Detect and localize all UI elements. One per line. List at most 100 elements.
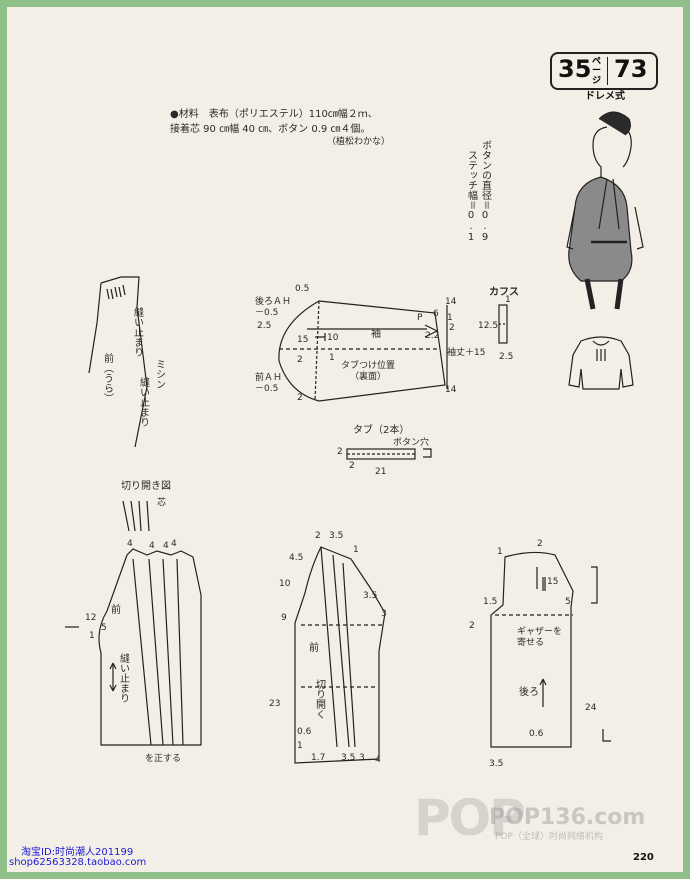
fb-dim-9: 9	[281, 613, 287, 623]
fb-dim-35c: 3.5	[341, 753, 356, 763]
tab-piece	[346, 448, 432, 460]
page-left-suffix: ページ	[592, 57, 602, 86]
sleeve-dim-p: P	[417, 313, 423, 323]
bb-dim-15b: 1.5	[483, 597, 498, 607]
cuff-piece	[498, 304, 508, 344]
model-illustration-icon	[566, 111, 644, 310]
back-bodice-label: 後ろ	[519, 687, 539, 698]
slash-title: 切り開き図	[121, 481, 171, 492]
fb-dim-3b: 3	[359, 753, 365, 763]
fb-dim-17: 1.7	[311, 753, 326, 763]
materials-line-2: 接着芯 90 ㎝幅 40 ㎝、ボタン 0.9 ㎝４個。	[170, 124, 371, 135]
sleeve-back-ah: 後ろＡＨ －0.5	[255, 297, 292, 318]
slash-dim-5: 5	[101, 623, 107, 633]
tab-button-hole: ボタン穴	[393, 438, 430, 448]
page-reference-badge: 35 ページ 73	[550, 52, 658, 90]
back-bodice-piece	[490, 551, 611, 748]
slash-stop-label: 縫い止まり	[117, 653, 129, 703]
bb-dim-2b: 2	[469, 621, 475, 631]
badge-divider	[607, 57, 608, 85]
facing-machine-label: ミシン	[153, 359, 165, 389]
page-left-number: 35	[558, 55, 592, 83]
fb-dim-06: 0.6	[297, 727, 312, 737]
front-bodice-slash-open: 切り開く	[313, 679, 325, 719]
fb-dim-35b: 3.5	[363, 591, 378, 601]
slash-diagram-piece	[65, 500, 202, 746]
fb-dim-3: 3	[381, 609, 387, 619]
sleeve-length: 袖丈＋15	[447, 348, 486, 358]
sleeve-label: 袖	[371, 329, 381, 340]
slash-dim-4d: 4	[171, 539, 177, 549]
slash-tuck-label: 芯	[157, 498, 167, 508]
bb-dim-06: 0.6	[529, 729, 544, 739]
bb-dim-24: 24	[585, 703, 597, 713]
sleeve-dim-15: 15	[297, 335, 309, 345]
front-bodice-label: 前	[309, 643, 319, 654]
sleeve-dim-1b: 1	[447, 313, 453, 323]
bb-dim-2: 2	[537, 539, 543, 549]
sleeve-tab-position: タブつけ位置 （裏面）	[341, 361, 396, 382]
watermark-sub: POP（全球）时尚网络机构	[495, 832, 603, 842]
page-number: 220	[633, 852, 654, 863]
fb-dim-23: 23	[269, 699, 281, 709]
front-bodice-piece	[294, 546, 386, 764]
fb-dim-10: 10	[279, 579, 291, 589]
fb-dim-45: 4.5	[289, 553, 304, 563]
fb-dim-1b: 1	[297, 741, 303, 751]
materials-credit: （植松わかな）	[327, 137, 391, 147]
sleeve-dim-14b: 14	[445, 385, 457, 395]
sleeve-front-ah: 前ＡＨ －0.5	[255, 373, 283, 394]
tab-dim-21: 21	[375, 467, 387, 477]
fb-dim-1: 1	[353, 545, 359, 555]
tab-dim-2a: 2	[337, 447, 343, 457]
tab-dim-2b: 2	[349, 461, 355, 471]
slash-tuck-note: を正する	[145, 754, 182, 764]
fb-dim-2: 2	[315, 531, 321, 541]
fb-dim-4: 4	[375, 755, 381, 765]
sleeve-dim-6: 6	[433, 309, 439, 319]
sleeve-dim-05: 0.5	[295, 284, 310, 294]
sleeve-dim-2c: 2	[297, 393, 303, 403]
sleeve-dim-1: 1	[329, 353, 335, 363]
note-stitch-width: ステッチ幅＝0.1	[465, 150, 477, 243]
watermark-site: POP136.com	[489, 805, 646, 830]
front-facing-piece	[88, 276, 148, 448]
watermark-logo: POP	[414, 789, 526, 847]
slash-front-label: 前	[111, 605, 121, 616]
sleeve-piece	[278, 300, 448, 402]
slash-dim-1: 1	[89, 631, 95, 641]
slash-dim-12: 12	[85, 613, 97, 623]
cuffs-dim-25: 2.5	[499, 352, 514, 362]
sleeve-dim-14a: 14	[445, 297, 457, 307]
bb-dim-1: 1	[497, 547, 503, 557]
back-bodice-gather: ギャザーを 寄せる	[517, 627, 563, 648]
facing-front-label: 前（うら）	[101, 353, 113, 403]
slash-dim-4a: 4	[127, 539, 133, 549]
page-right-number: 73	[614, 55, 648, 83]
fb-dim-35a: 3.5	[329, 531, 344, 541]
shop-url: shop62563328.taobao.com	[9, 857, 147, 868]
bb-dim-15: 15	[547, 577, 559, 587]
cuffs-dim-1: 1	[505, 295, 511, 305]
sleeve-dim-25: 2.5	[257, 321, 272, 331]
style-label: ドレメ式	[585, 91, 625, 102]
facing-stop-label-1: 縫い止まり	[131, 307, 143, 357]
bb-dim-35: 3.5	[489, 759, 504, 769]
sleeve-dim-2b: 2	[449, 323, 455, 333]
slash-dim-4b: 4	[149, 541, 155, 551]
sleeve-dim-2: 2	[297, 355, 303, 365]
sleeve-dim-10: 10	[327, 333, 339, 343]
materials-line-1: ●材料 表布（ポリエステル）110㎝幅２ｍ、	[170, 109, 378, 120]
pattern-page: 35 ページ 73 ドレメ式 ●材料 表布（ポリエステル）110㎝幅２ｍ、 接着…	[7, 7, 683, 872]
facing-stop-label-2: 縫い止まり	[137, 377, 149, 427]
tab-title: タブ（2本）	[353, 425, 410, 436]
back-view-illustration-icon	[568, 336, 634, 390]
shop-id: 淘宝ID:时尚潮人201199	[21, 847, 134, 858]
cuffs-title: カフス	[489, 287, 519, 298]
bb-dim-5: 5	[565, 597, 571, 607]
pattern-drawings	[65, 111, 644, 764]
cuffs-dim-125: 12.5	[478, 321, 499, 331]
note-button-diameter: ボタンの直径＝0.9	[479, 140, 491, 243]
sleeve-dim-22: 2.2	[425, 331, 440, 341]
slash-dim-4c: 4	[163, 541, 169, 551]
